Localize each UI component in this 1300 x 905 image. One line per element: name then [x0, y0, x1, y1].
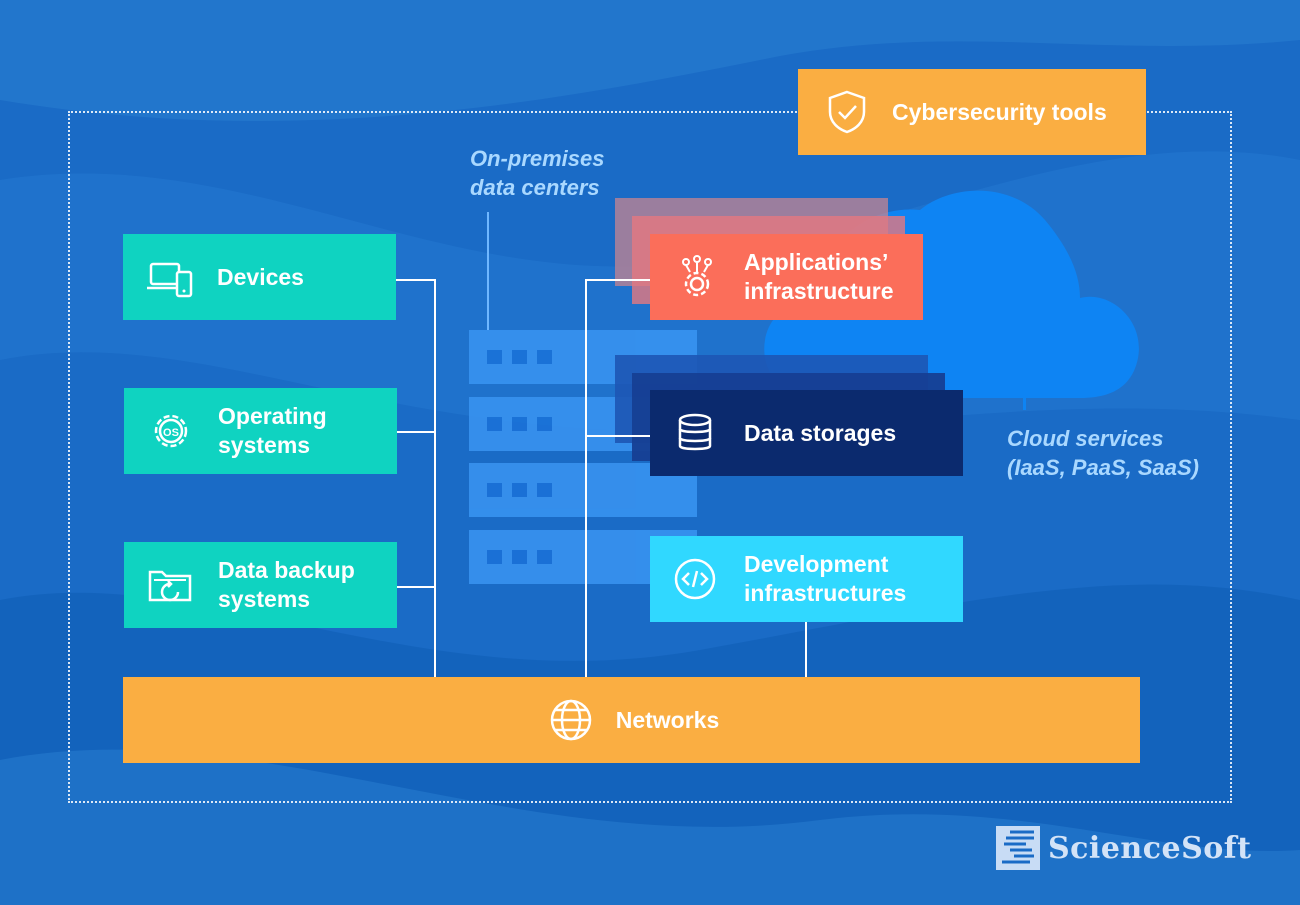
- devices-box: Devices: [123, 234, 396, 320]
- networks-box: Networks: [123, 677, 1140, 763]
- sciencesoft-logo-icon: [996, 826, 1040, 870]
- brand-name: ScienceSoft: [1048, 830, 1252, 866]
- folder-restore-icon: [144, 558, 198, 612]
- connector-line: [396, 586, 436, 588]
- connector-line: [585, 279, 587, 677]
- on-premises-line2: data centers: [470, 175, 600, 200]
- globe-icon: [544, 693, 598, 747]
- applications-label: Applications’ infrastructure: [744, 249, 894, 304]
- operating-systems-box: OS Operating systems: [124, 388, 397, 474]
- operating-systems-label: Operating systems: [218, 403, 327, 458]
- connector-line: [434, 279, 436, 677]
- svg-text:OS: OS: [163, 427, 179, 439]
- os-gear-icon: OS: [144, 404, 198, 458]
- cybersecurity-tools-box: Cybersecurity tools: [798, 69, 1146, 155]
- app-gear-icon: [670, 250, 724, 304]
- applications-infrastructure-box: Applications’ infrastructure: [650, 234, 923, 320]
- on-premises-pointer: [487, 212, 489, 330]
- cloud-line2: (IaaS, PaaS, SaaS): [1007, 455, 1199, 480]
- cloud-line1: Cloud services: [1007, 426, 1164, 451]
- devices-label: Devices: [217, 263, 304, 290]
- shield-check-icon: [820, 85, 874, 139]
- development-infrastructures-box: Development infrastructures: [650, 536, 963, 622]
- data-backup-label: Data backup systems: [218, 557, 355, 612]
- development-label: Development infrastructures: [744, 551, 907, 606]
- on-premises-line1: On-premises: [470, 146, 605, 171]
- data-storages-box: Data storages: [650, 390, 963, 476]
- networks-label: Networks: [615, 706, 720, 733]
- sciencesoft-brand: ScienceSoft: [996, 826, 1252, 870]
- connector-line: [585, 435, 650, 437]
- on-premises-label: On-premises data centers: [470, 144, 605, 202]
- connector-line: [805, 622, 807, 677]
- connector-line: [585, 279, 650, 281]
- code-icon: [668, 552, 722, 606]
- connector-line: [396, 431, 436, 433]
- data-backup-box: Data backup systems: [124, 542, 397, 628]
- cloud-services-label: Cloud services (IaaS, PaaS, SaaS): [1007, 424, 1199, 482]
- cybersecurity-label: Cybersecurity tools: [892, 98, 1107, 125]
- connector-line: [396, 279, 436, 281]
- data-storages-label: Data storages: [744, 419, 897, 446]
- system-boundary-frame: [68, 111, 1232, 803]
- database-icon: [668, 406, 722, 460]
- devices-icon: [143, 250, 197, 304]
